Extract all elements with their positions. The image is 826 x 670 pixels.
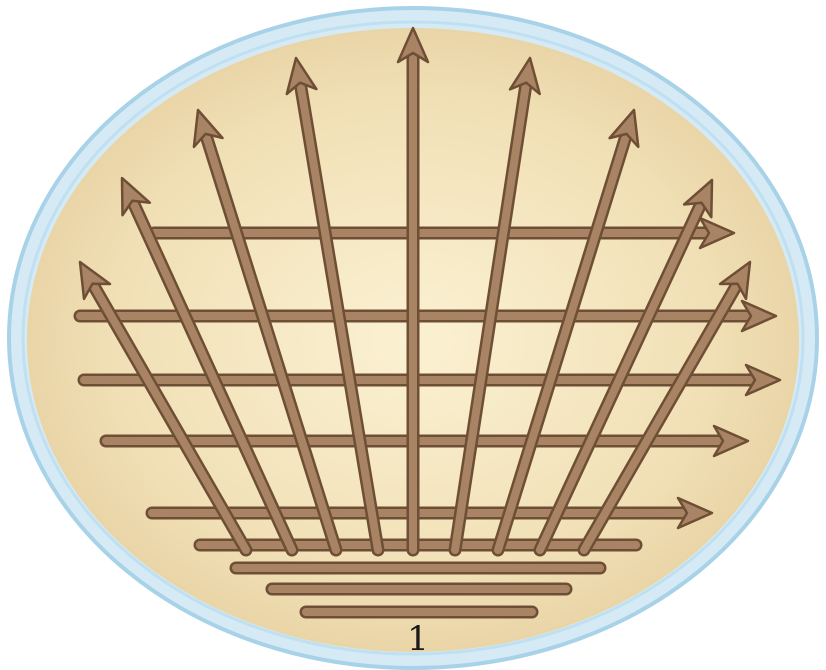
streak-zone-label: 1	[407, 619, 429, 659]
